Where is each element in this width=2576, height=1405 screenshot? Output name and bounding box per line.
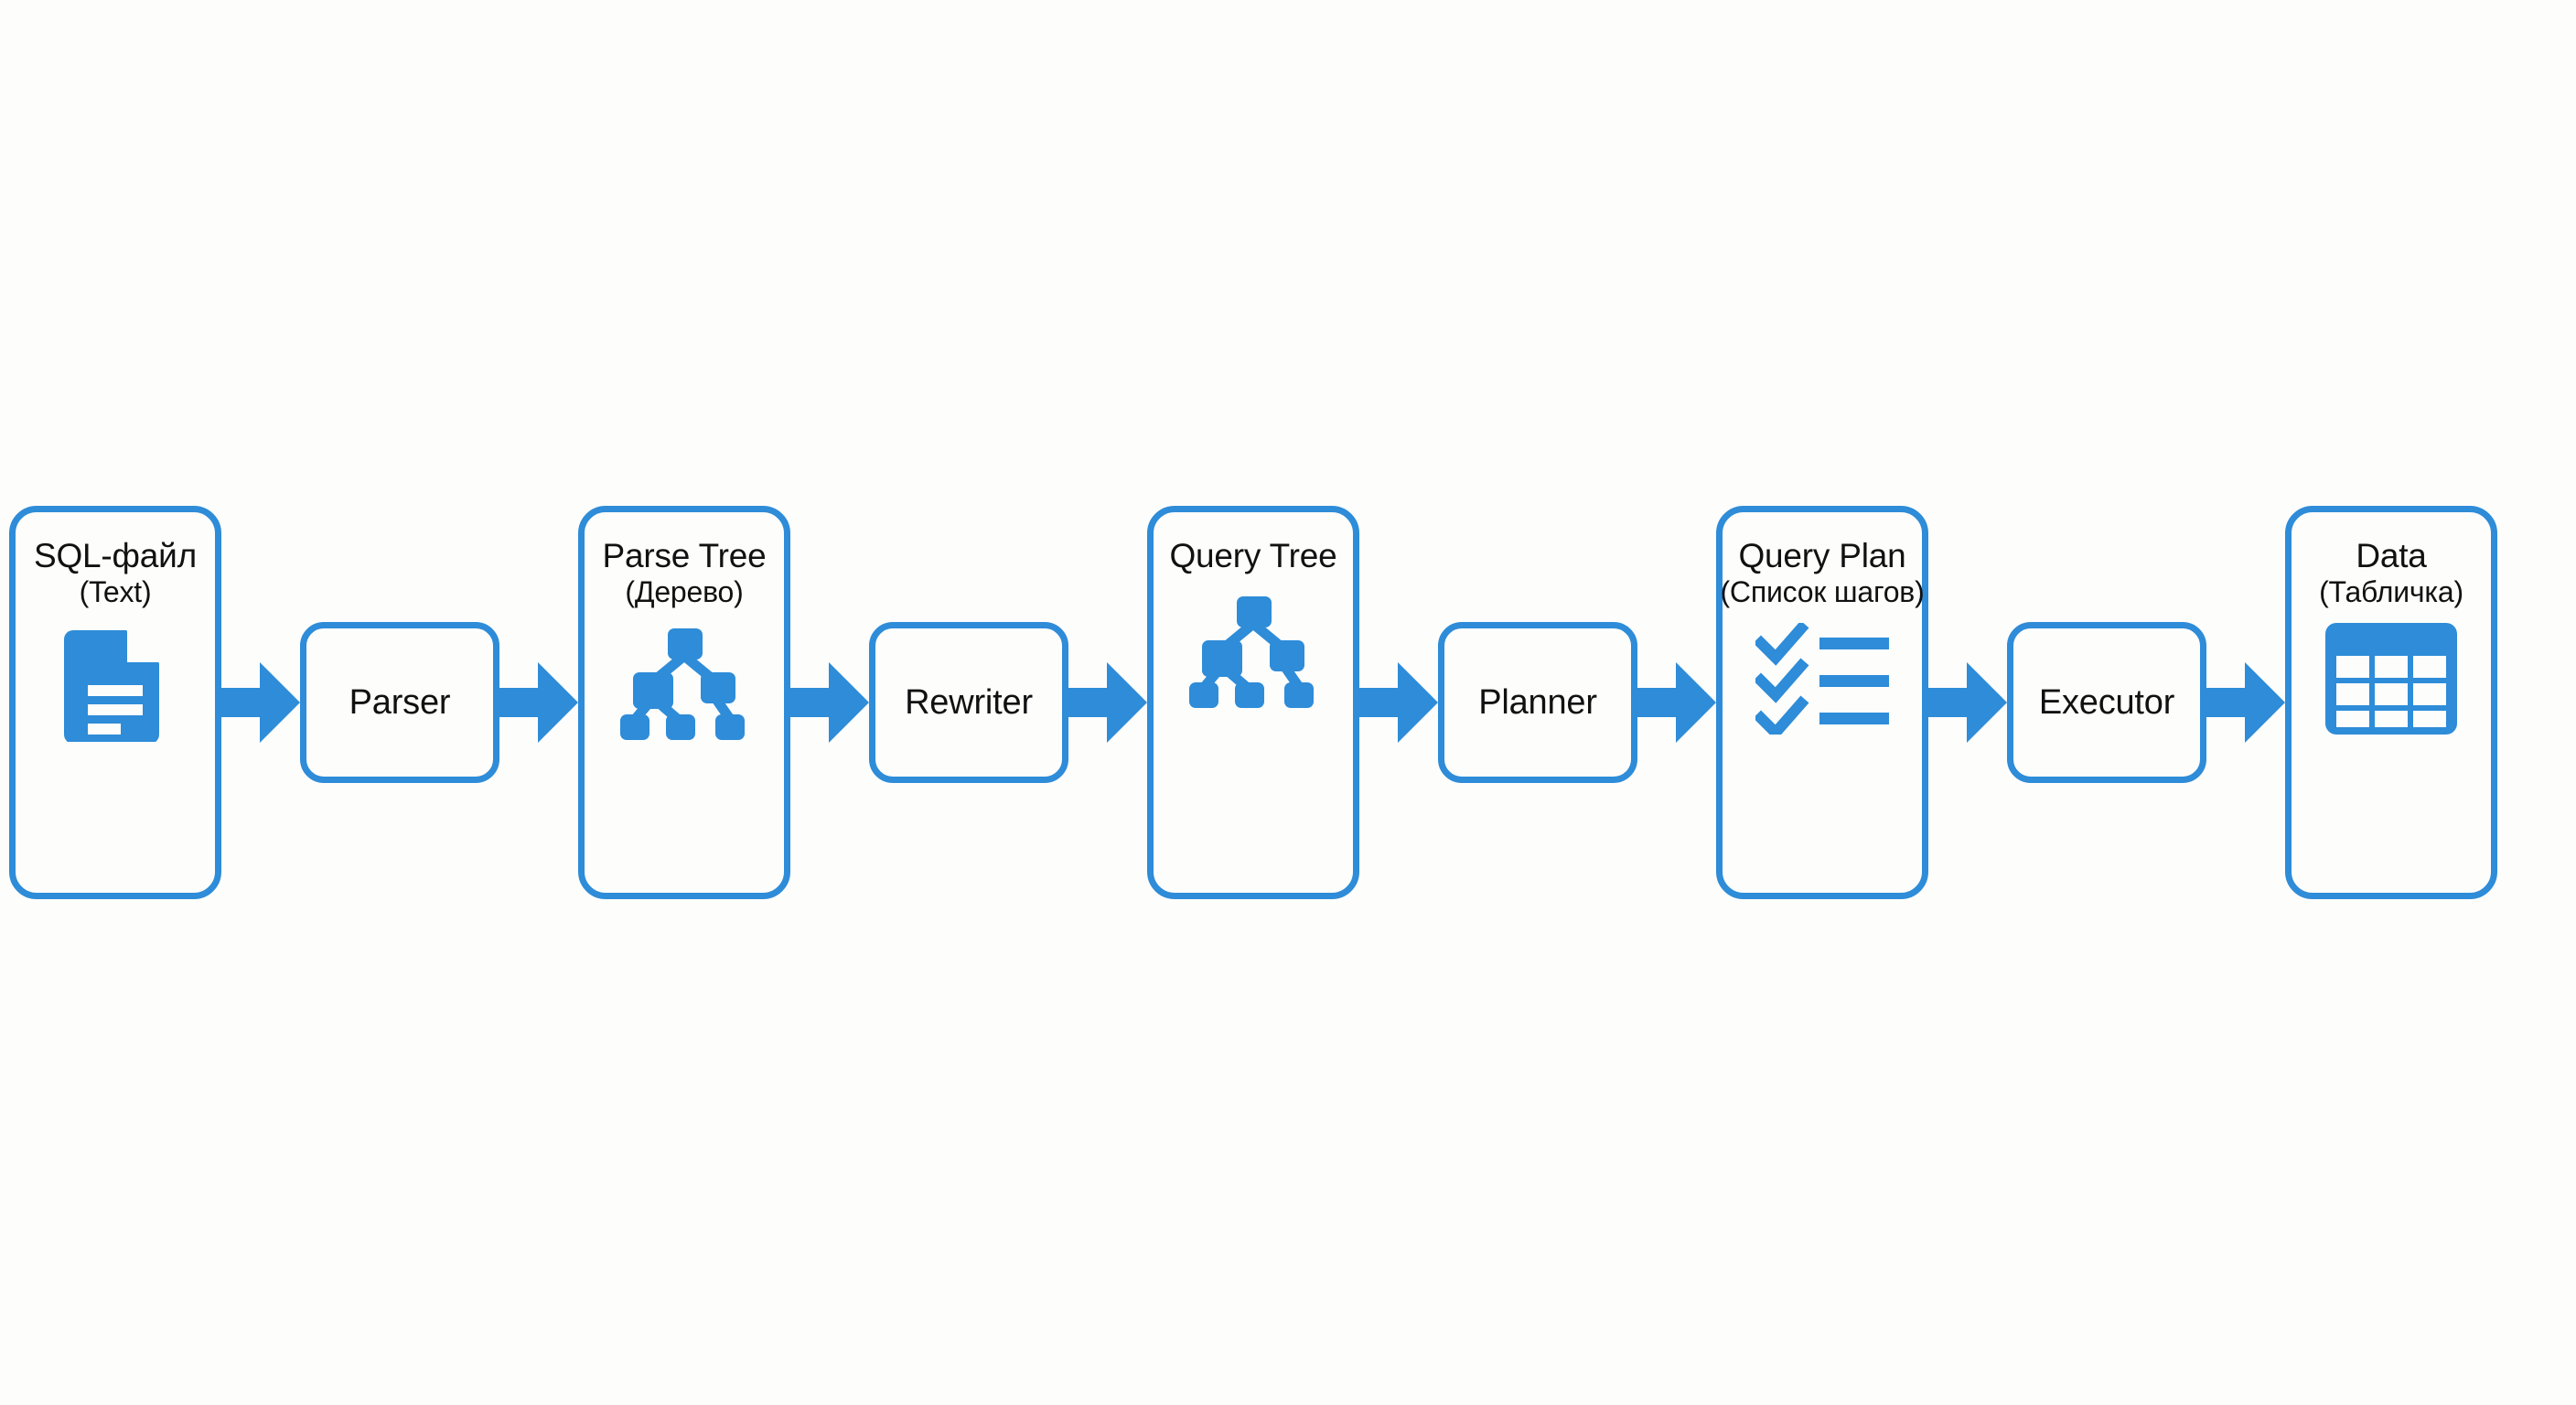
arrow-query-plan-to-executor: [1928, 653, 2007, 752]
arrow-rewriter-to-query-tree: [1068, 653, 1147, 752]
node-query-tree[interactable]: Query Tree: [1147, 506, 1359, 899]
document-icon: [64, 630, 159, 743]
node-query-plan[interactable]: Query Plan (Список шагов): [1716, 506, 1928, 899]
arrow-parse-tree-to-rewriter: [790, 653, 869, 752]
node-parse-tree-title: Parse Tree: [602, 537, 767, 574]
node-data-subtitle: (Табличка): [2319, 574, 2463, 608]
node-sql-file-icon-wrap: [16, 623, 215, 743]
node-sql-file-title: SQL-файл: [33, 537, 198, 574]
arrow-sql-file-to-parser: [221, 653, 300, 752]
right-arrow-icon: [1068, 662, 1147, 743]
right-arrow-icon: [1359, 662, 1438, 743]
node-parse-tree-subtitle: (Дерево): [625, 574, 744, 608]
table-icon: [2325, 623, 2457, 735]
right-arrow-icon: [2206, 662, 2285, 743]
node-parser[interactable]: Parser: [300, 622, 499, 783]
node-query-plan-icon-wrap: [1723, 623, 1922, 735]
node-data-title: Data: [2356, 537, 2427, 574]
node-planner[interactable]: Planner: [1438, 622, 1637, 783]
node-parser-label: Parser: [349, 682, 451, 722]
arrow-query-tree-to-planner: [1359, 653, 1438, 752]
node-query-tree-title: Query Tree: [1169, 537, 1337, 574]
checklist-icon: [1755, 623, 1889, 735]
node-planner-label: Planner: [1478, 682, 1597, 722]
node-executor[interactable]: Executor: [2007, 622, 2206, 783]
right-arrow-icon: [1637, 662, 1716, 743]
arrow-executor-to-data: [2206, 653, 2285, 752]
node-sql-file-subtitle: (Text): [79, 574, 152, 608]
node-query-tree-icon-wrap: [1154, 591, 1353, 710]
right-arrow-icon: [499, 662, 578, 743]
node-data[interactable]: Data (Табличка): [2285, 506, 2497, 899]
node-executor-label: Executor: [2038, 682, 2175, 722]
right-arrow-icon: [1928, 662, 2007, 743]
right-arrow-icon: [221, 662, 300, 743]
node-sql-file[interactable]: SQL-файл (Text): [9, 506, 221, 899]
node-data-icon-wrap: [2292, 623, 2491, 735]
left-margin-spacer: [0, 702, 9, 703]
node-query-plan-title: Query Plan: [1738, 537, 1906, 574]
arrow-planner-to-query-plan: [1637, 653, 1716, 752]
arrow-parser-to-parse-tree: [499, 653, 578, 752]
node-rewriter[interactable]: Rewriter: [869, 622, 1068, 783]
tree-icon: [1189, 595, 1314, 708]
node-parse-tree[interactable]: Parse Tree (Дерево): [578, 506, 790, 899]
tree-icon: [620, 628, 745, 741]
node-rewriter-label: Rewriter: [905, 682, 1033, 722]
node-query-plan-subtitle: (Список шагов): [1720, 574, 1925, 608]
node-parse-tree-icon-wrap: [585, 623, 784, 742]
right-arrow-icon: [790, 662, 869, 743]
